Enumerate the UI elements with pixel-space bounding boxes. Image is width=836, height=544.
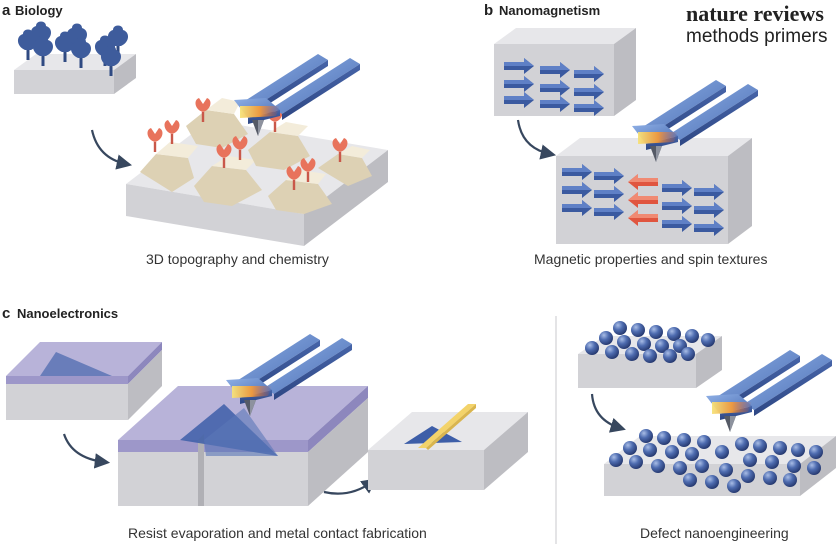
panel-a-curved-arrow	[90, 129, 133, 170]
panel-c-main-block	[118, 386, 368, 506]
topography-pillars	[140, 98, 372, 214]
panel-d-curved-arrow	[590, 393, 626, 433]
panel-a-letter: a	[2, 2, 11, 19]
panel-b-curved-arrow	[516, 119, 557, 160]
brand-line-1: nature reviews	[686, 1, 824, 26]
brand-logo: nature reviews methods primers	[686, 1, 828, 47]
panel-c: c Nanoelectronics	[2, 305, 528, 541]
brand-line-2: methods primers	[686, 26, 828, 47]
panel-d-caption: Defect nanoengineering	[640, 525, 789, 541]
panel-c-source-block	[6, 342, 162, 420]
panel-b: b Nanomagnetism	[484, 2, 767, 267]
panel-a-title: Biology	[15, 3, 63, 18]
panel-a: a Biology	[2, 2, 388, 267]
probe-icon-a	[234, 54, 360, 136]
panel-c-caption: Resist evaporation and metal contact fab…	[128, 525, 427, 541]
panel-c-title: Nanoelectronics	[17, 306, 118, 321]
panel-b-caption: Magnetic properties and spin textures	[534, 251, 767, 267]
panel-b-title: Nanomagnetism	[499, 3, 600, 18]
panel-b-letter: b	[484, 2, 493, 19]
panel-a-caption: 3D topography and chemistry	[146, 251, 329, 267]
probe-icon-d	[706, 350, 832, 432]
panel-c-curved-arrow-1	[62, 433, 111, 469]
panel-c-result-block	[368, 404, 528, 490]
panel-d: Defect nanoengineering	[578, 321, 836, 541]
panel-c-letter: c	[2, 305, 10, 322]
